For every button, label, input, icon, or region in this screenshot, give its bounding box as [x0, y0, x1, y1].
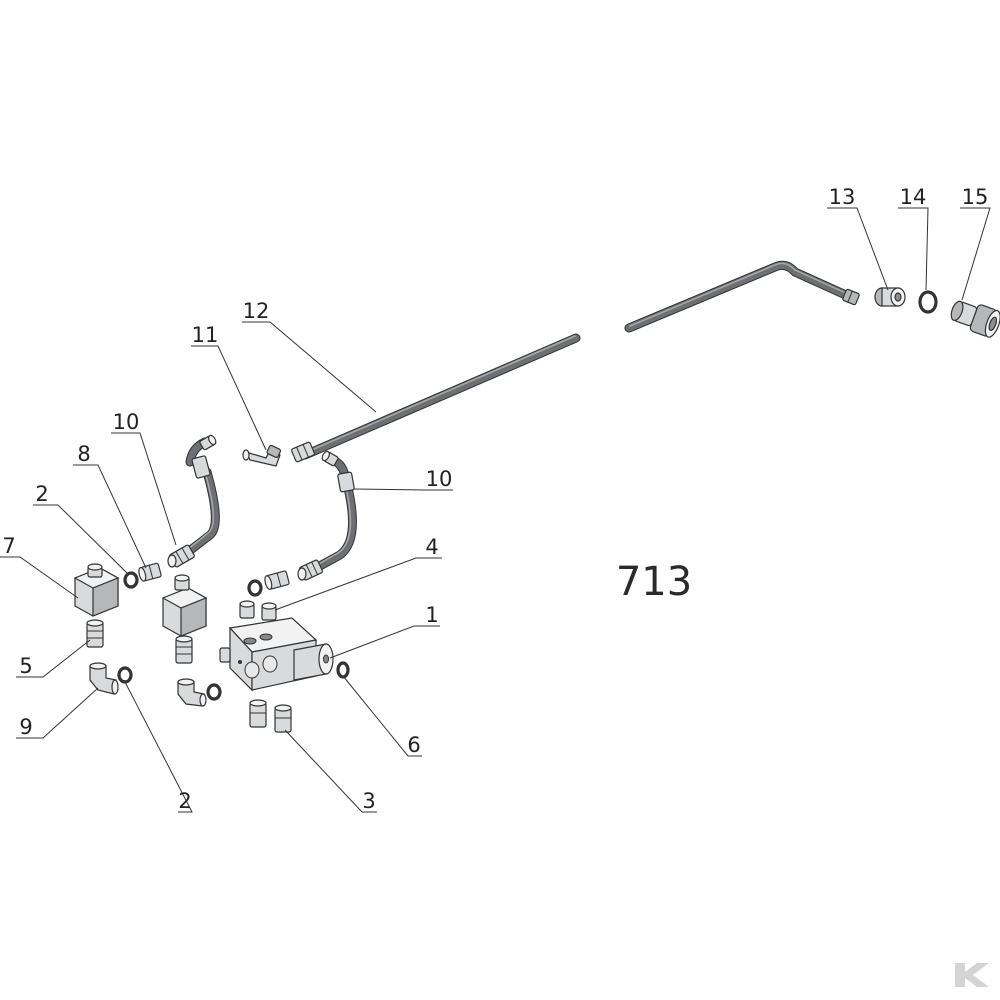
callout-labels: 13 14 15 12 11 10 10 8 2 7 4 1 5 9 2 6 3 [2, 185, 988, 813]
callout-9: 9 [19, 715, 32, 739]
connector-part-5-left [86, 619, 104, 648]
quick-coupler-part-15 [950, 300, 1000, 338]
connector-part-3-a [249, 699, 267, 728]
washer-elbow-right [206, 683, 222, 701]
solenoid-coil-part-7-left [73, 563, 120, 617]
seal-ring-part-14 [918, 290, 938, 314]
washer-part-2-bottom [117, 666, 133, 684]
callout-3: 3 [362, 789, 375, 813]
elbow-fitting-part-11 [242, 444, 282, 467]
connector-part-4-b [261, 602, 277, 621]
brand-logo-icon [955, 963, 989, 987]
callout-4: 4 [425, 535, 438, 559]
callout-15: 15 [962, 185, 989, 209]
callout-1: 1 [425, 603, 438, 627]
callout-10-left: 10 [113, 410, 140, 434]
washer-right [247, 579, 263, 597]
hose-part-10-right [297, 450, 357, 581]
adapter-right [264, 570, 290, 590]
connector-part-4-a [239, 600, 255, 619]
pipe-part-12 [291, 260, 860, 463]
callout-12: 12 [243, 299, 270, 323]
washer-part-2-top [123, 571, 139, 589]
reference-number: 713 [616, 559, 692, 605]
callout-7: 7 [2, 534, 15, 558]
adapter-part-8 [138, 562, 162, 582]
callout-14: 14 [900, 185, 927, 209]
washer-part-6 [336, 661, 350, 679]
callout-5: 5 [19, 654, 32, 678]
connector-part-5-right [175, 635, 193, 664]
leader-lines [0, 207, 991, 813]
callout-13: 13 [829, 185, 856, 209]
callout-10-right: 10 [426, 467, 453, 491]
callout-6: 6 [407, 733, 420, 757]
elbow-part-9-right [177, 678, 207, 707]
callout-11: 11 [192, 323, 219, 347]
valve-block-part-1 [219, 617, 334, 692]
adapter-part-13 [874, 287, 906, 307]
callout-2-top: 2 [35, 482, 48, 506]
hose-part-10-left [167, 434, 220, 568]
callout-8: 8 [77, 442, 90, 466]
elbow-part-9-left [89, 662, 119, 695]
solenoid-coil-part-7-right [161, 574, 208, 637]
connector-part-3-b [274, 704, 292, 733]
callout-2-bottom: 2 [178, 789, 191, 813]
